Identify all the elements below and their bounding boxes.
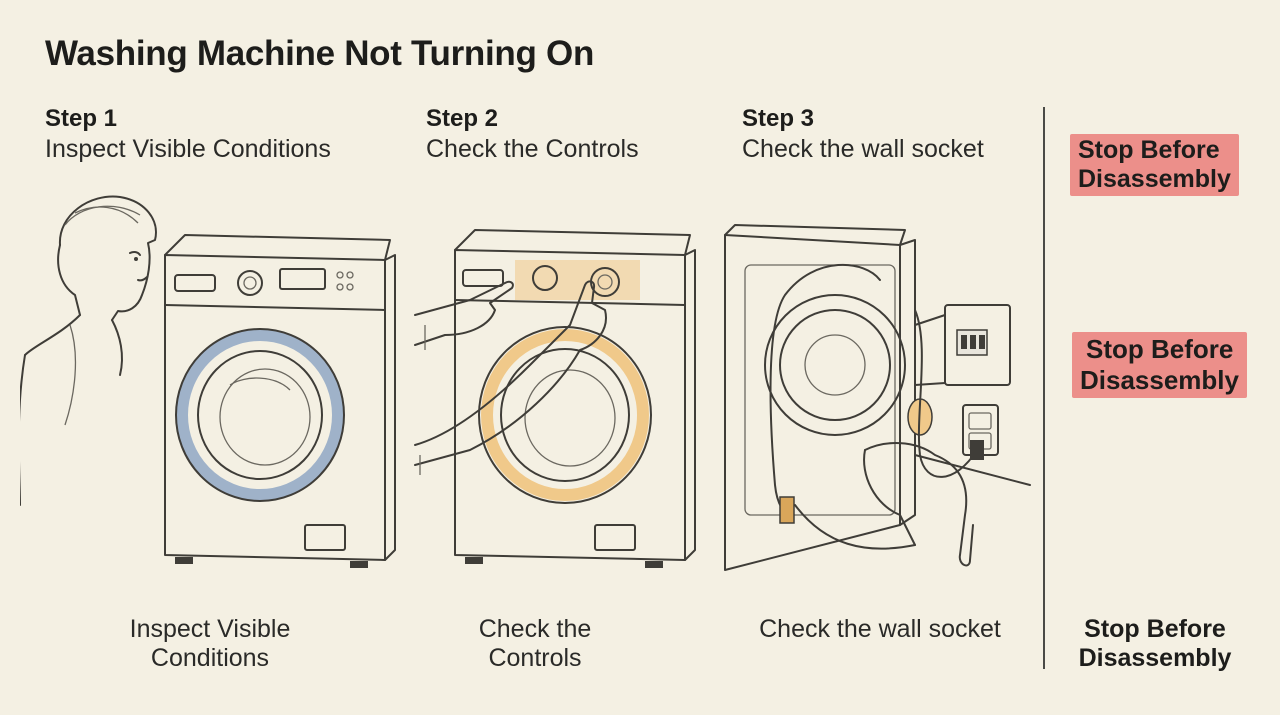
step-3-header: Step 3 Check the wall socket [742,104,984,164]
step-2-caption: Check the Controls [430,615,640,673]
step-2-header: Step 2 Check the Controls [426,104,639,164]
step-2-caption-line1: Check the [478,615,592,643]
step-2-label: Step 2 [426,105,499,132]
warning-line1: Stop Before [1086,334,1234,364]
page-title: Washing Machine Not Turning On [45,34,595,73]
warning-line2: Disassembly [1078,165,1231,193]
step-1-caption-line2: Conditions [150,644,270,672]
step-1-label: Step 1 [45,105,118,132]
step-1-caption: Inspect Visible Conditions [100,615,320,673]
step-3-caption-line1: Check the wall socket [759,615,1001,643]
step-1-caption-line1: Inspect Visible [129,615,291,643]
warning-line1: Stop Before [1084,615,1226,643]
step-1-description: Inspect Visible Conditions [45,135,331,163]
step-3-label: Step 3 [742,105,815,132]
step-2-caption-line2: Controls [488,644,582,672]
warning-line2: Disassembly [1078,644,1232,672]
step-3-description: Check the wall socket [742,135,984,163]
step-3-caption: Check the wall socket [740,615,1020,644]
person-inspecting-washer-illustration [20,195,396,568]
warning-caption: Stop Before Disassembly [1060,615,1250,673]
warning-highlight-2: Stop Before Disassembly [1072,332,1247,398]
warning-line2: Disassembly [1080,365,1239,395]
section-divider [1043,107,1045,669]
step-1-header: Step 1 Inspect Visible Conditions [45,104,331,164]
hands-checking-controls-illustration [414,229,696,568]
warning-line1: Stop Before [1078,136,1220,164]
wall-socket-check-illustration [724,224,1031,571]
warning-highlight-1: Stop Before Disassembly [1070,134,1239,196]
step-2-description: Check the Controls [426,135,639,163]
